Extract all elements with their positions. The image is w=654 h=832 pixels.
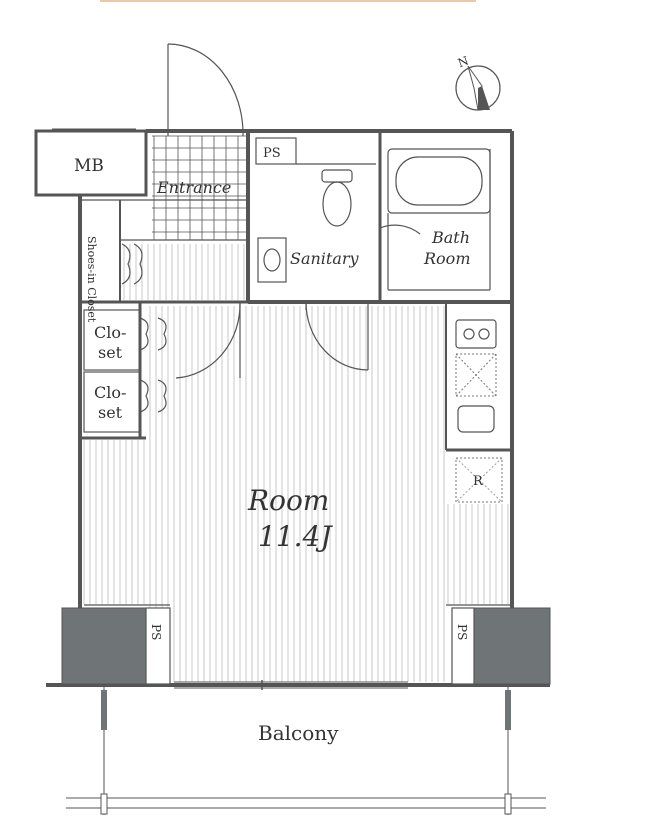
room-name-label: Room [247,484,329,517]
kitchen-sink-icon [457,405,495,433]
washbasin-icon [257,237,287,283]
outer-walls [34,129,550,687]
toilet-icon [321,169,353,227]
closet1-label-line2: set [98,343,123,362]
entrance-door [167,43,244,137]
bath-room-label-line2: Room [423,249,470,268]
refrigerator-space [455,457,503,503]
room-door [175,301,241,379]
bathtub-icon [387,148,491,291]
ps-shaft-top [255,137,376,165]
entrance-tiles [152,135,246,240]
ps-top-label: PS [263,146,281,161]
fridge-label: R [473,474,484,489]
balcony-railing [66,686,546,815]
ps-boxes [145,607,475,685]
closet1-label-line1: Clo- [94,323,126,342]
kitchen-cabinet [455,353,497,397]
closet2-label-line2: set [98,403,123,422]
compass-icon: N [455,54,501,111]
bath-door [379,224,421,235]
closet2-label-line1: Clo- [94,383,126,402]
compass-north-label: N [456,54,471,71]
closet-doors [121,243,167,413]
sanitary-label: Sanitary [290,249,360,268]
sanitary-door [305,301,369,371]
room-floor-stripes [83,244,509,682]
bath-room-label-line1: Bath [431,228,470,247]
mb-label: MB [74,156,104,176]
balcony-window [174,680,408,690]
entrance-label: Entrance [156,178,231,197]
room-size-label: 11.4J [258,520,333,553]
interior-walls [80,131,512,606]
ps-right-label: PS [455,624,469,640]
balcony-label: Balcony [258,721,339,745]
shoes-in-closet-label: Shoes-in Closet [85,236,98,323]
stove-icon [455,319,497,349]
ps-left-label: PS [149,624,163,640]
